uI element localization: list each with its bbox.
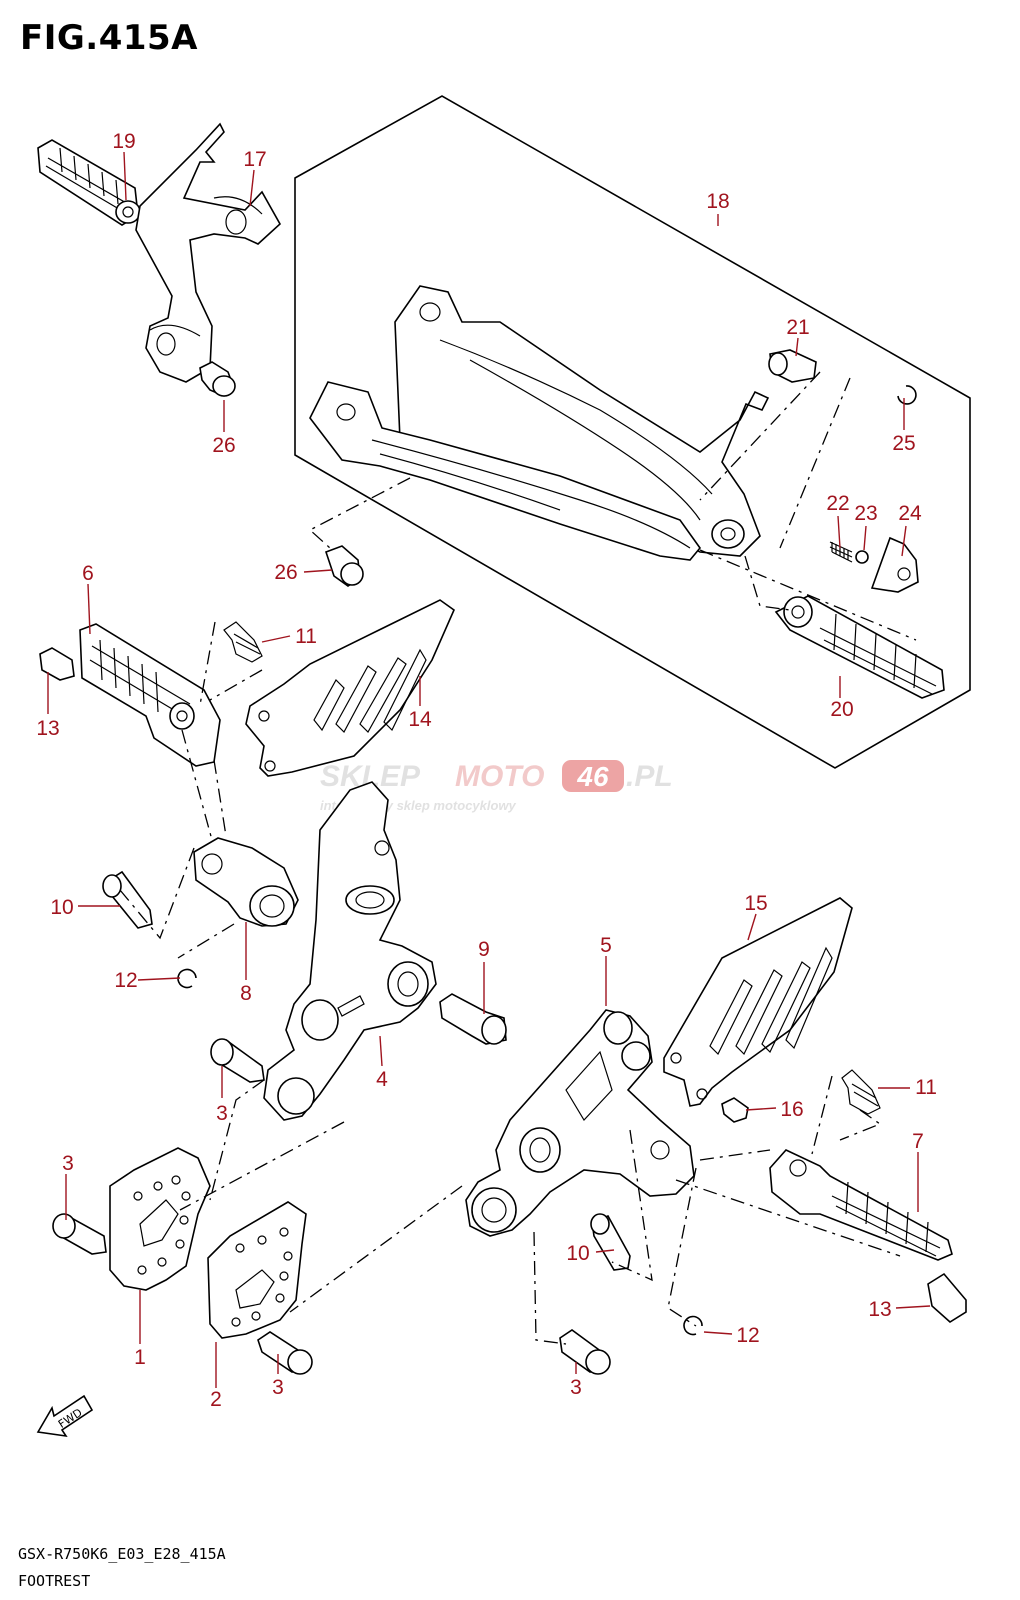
part-labels: 19 17 18 21 25 26 22 23 24 26 20 6 11 14…	[36, 130, 937, 1411]
bolt-13-right	[927, 1272, 967, 1323]
assembly-lines	[119, 371, 917, 1345]
part-number: 21	[786, 316, 809, 339]
assembly-box-18	[294, 95, 971, 769]
assembly-18-bracket	[309, 285, 770, 561]
part-number: 3	[570, 1376, 582, 1399]
part-number: 13	[868, 1298, 891, 1321]
bolt-3-left	[52, 1213, 107, 1255]
bolt-13-left	[39, 647, 75, 681]
plate-2	[207, 1201, 307, 1339]
bolt-3-bottom	[257, 1331, 313, 1375]
watermark-brand-num: 46	[576, 761, 609, 792]
part-number: 15	[744, 892, 767, 915]
part-number: 3	[272, 1376, 284, 1399]
part-number: 12	[736, 1324, 759, 1347]
part-number: 11	[915, 1076, 937, 1099]
part-number: 6	[82, 562, 94, 585]
part-number: 16	[780, 1098, 803, 1121]
watermark-brand-b: MOTO	[455, 760, 544, 793]
bolt-16	[721, 1097, 749, 1123]
rear-footrest-assembly	[37, 122, 282, 397]
section-name: FOOTREST	[18, 1572, 91, 1590]
pin-21	[768, 349, 817, 383]
part-number: 3	[62, 1152, 74, 1175]
forward-arrow-icon: FWD	[36, 1394, 94, 1438]
part-number: 20	[830, 698, 853, 721]
bracket-5	[465, 1009, 695, 1237]
part-number: 17	[243, 148, 266, 171]
part-number: 2	[210, 1388, 222, 1411]
part-number: 4	[376, 1068, 388, 1091]
figure-title: FIG.415A	[20, 18, 198, 58]
bracket-4	[263, 781, 437, 1121]
part-number: 18	[706, 190, 729, 213]
part-number: 7	[912, 1130, 924, 1153]
watermark: SKLEP MOTO 46 .PL internetowy sklep moto…	[320, 760, 673, 813]
bolt-3-middle	[210, 1038, 265, 1083]
spring-11-left	[223, 621, 263, 663]
leader-lines	[47, 151, 931, 1388]
part-number: 12	[114, 969, 137, 992]
watermark-brand-tld: .PL	[626, 760, 673, 793]
part-number: 22	[826, 492, 849, 515]
part-number: 13	[36, 717, 59, 740]
part-number: 24	[898, 502, 922, 525]
bolt-26-middle	[324, 545, 364, 587]
part-number: 19	[112, 130, 135, 153]
watermark-badge	[562, 760, 624, 792]
pin-10-right	[590, 1213, 631, 1271]
bolt-9	[439, 993, 507, 1045]
part-number: 3	[216, 1102, 228, 1125]
heel-plate-15	[663, 897, 853, 1107]
footpeg-6	[79, 623, 221, 767]
part-number: 8	[240, 982, 252, 1005]
heel-plate-14	[245, 599, 455, 777]
bolt-3-right	[559, 1329, 611, 1375]
detent-parts	[829, 536, 919, 593]
pivot-8	[193, 837, 299, 927]
model-code: GSX-R750K6_E03_E28_415A	[18, 1545, 226, 1563]
footpeg-20	[774, 595, 945, 699]
spring-11-right	[841, 1069, 881, 1115]
part-number: 5	[600, 934, 612, 957]
part-number: 26	[212, 434, 235, 457]
clip-25	[897, 385, 917, 405]
part-number: 26	[274, 561, 297, 584]
clip-12-right	[683, 1315, 703, 1336]
part-number: 23	[854, 502, 877, 525]
plate-1	[109, 1147, 211, 1291]
part-number: 10	[566, 1242, 589, 1265]
part-number: 1	[134, 1346, 146, 1369]
footpeg-7	[769, 1149, 953, 1261]
part-number: 9	[478, 938, 490, 961]
part-number: 11	[295, 625, 317, 648]
part-number: 10	[50, 896, 73, 919]
part-number: 25	[892, 432, 915, 455]
part-number: 14	[408, 708, 432, 731]
clip-12-left	[177, 968, 197, 989]
